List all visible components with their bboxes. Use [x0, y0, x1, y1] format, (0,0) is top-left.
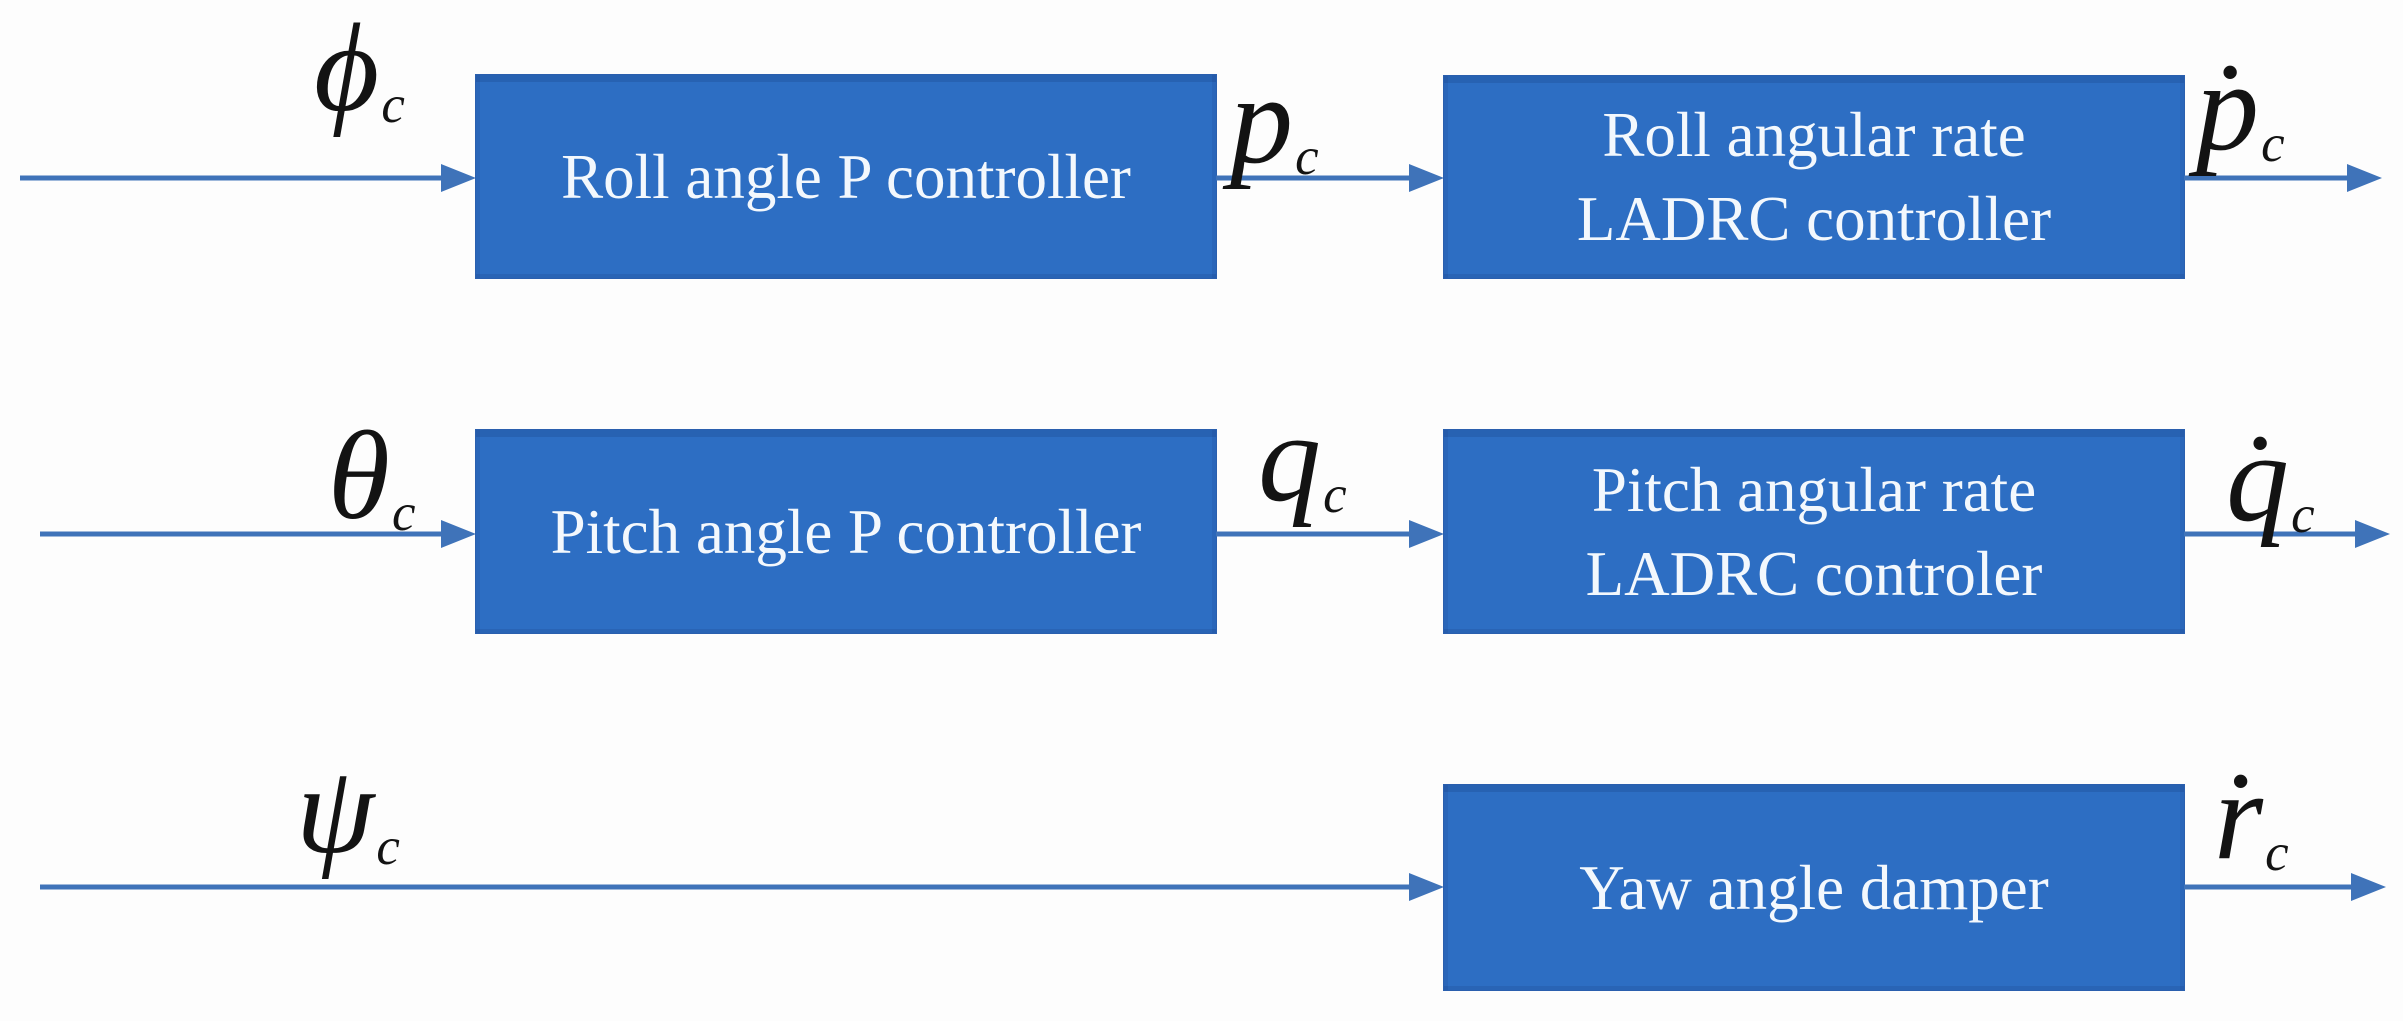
signal-label-q-c: qc	[1258, 389, 1347, 528]
arrowhead-icon	[2355, 520, 2390, 548]
arrowhead-icon	[1409, 873, 1444, 901]
box-label: Yaw angle damper	[1579, 852, 2049, 923]
roll-mid-arrow	[1216, 163, 1444, 193]
arrow-shaft	[2184, 531, 2355, 537]
box-label: Pitch angle P controller	[550, 496, 1142, 567]
signal-label-phi-c: ϕc	[314, 0, 405, 138]
yaw-angle-damper-box: Yaw angle damper	[1444, 785, 2184, 990]
arrow-shaft	[40, 531, 441, 537]
arrowhead-icon	[1409, 164, 1444, 192]
signal-label-p-c: pc	[1230, 51, 1319, 190]
arrow-shaft	[40, 884, 1409, 890]
box-label-line2: LADRC controller	[1576, 184, 2052, 254]
arrowhead-icon	[441, 164, 476, 192]
signal-label-p-dot-c: ˙pc	[2196, 38, 2285, 177]
arrow-shaft	[1216, 175, 1409, 181]
arrowhead-icon	[2351, 873, 2386, 901]
box-label-line1: Roll angular rate	[1602, 100, 2026, 170]
yaw-output-arrow	[2184, 872, 2386, 902]
roll-input-arrow	[20, 163, 476, 193]
arrowhead-icon	[2347, 164, 2382, 192]
pitch-input-arrow	[40, 519, 476, 549]
pitch-angle-p-controller-box: Pitch angle P controller	[476, 430, 1216, 633]
signal-label-theta-c: θc	[328, 407, 416, 546]
yaw-input-arrow	[40, 872, 1444, 902]
roll-angular-rate-ladrc-controller-box: Roll angular rate LADRC controller	[1444, 76, 2184, 278]
signal-label-q-dot-c: ˙qc	[2226, 409, 2315, 548]
box-label-line2: LADRC controler	[1585, 538, 2043, 609]
roll-angle-p-controller-box: Roll angle P controller	[476, 75, 1216, 278]
arrow-shaft	[2184, 884, 2351, 890]
roll-output-arrow	[2184, 163, 2382, 193]
box-label: Roll angle P controller	[561, 141, 1131, 212]
signal-label-r-dot-c: ˙rc	[2214, 747, 2289, 886]
arrowhead-icon	[1409, 520, 1444, 548]
arrow-shaft	[1216, 531, 1409, 537]
pitch-mid-arrow	[1216, 519, 1444, 549]
arrowhead-icon	[441, 520, 476, 548]
arrow-shaft	[2184, 175, 2347, 181]
pitch-angular-rate-ladrc-controller-box: Pitch angular rate LADRC controler	[1444, 430, 2184, 633]
box-label-line1: Pitch angular rate	[1591, 454, 2037, 525]
signal-label-psi-c: ψc	[296, 741, 400, 880]
pitch-output-arrow	[2184, 519, 2390, 549]
arrow-shaft	[20, 175, 441, 181]
